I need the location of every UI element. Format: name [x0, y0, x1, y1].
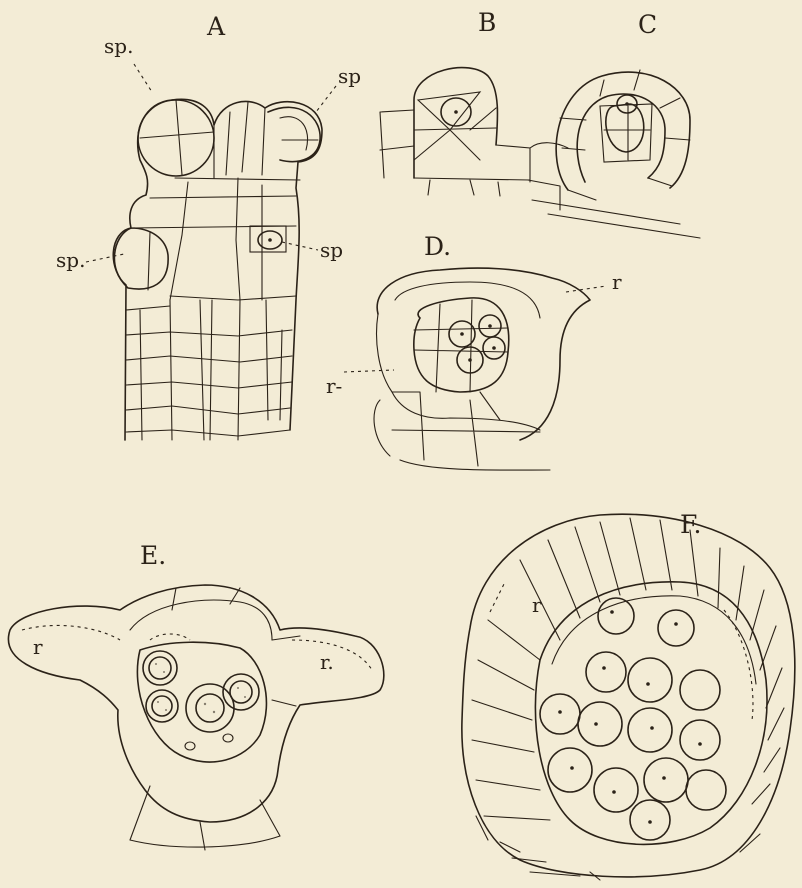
r-label-f: r	[532, 595, 542, 615]
r-label-d-left: r-	[326, 376, 342, 396]
sp-label-right: sp	[320, 240, 343, 260]
figure-b-drawing	[380, 68, 530, 196]
figure-c-drawing	[528, 70, 700, 238]
sp-label-left: sp.	[56, 250, 85, 270]
figure-b-label: B	[478, 10, 496, 35]
figure-a-label: A	[207, 14, 225, 39]
r-label-d-right: r	[612, 272, 622, 292]
figure-e-label: E.	[140, 543, 166, 568]
figure-e-drawing	[8, 585, 383, 850]
sp-label-top-right: sp	[338, 66, 361, 86]
figure-d-drawing	[374, 268, 590, 470]
r-label-e-right: r.	[320, 652, 334, 672]
sp-label-top-left: sp.	[104, 36, 133, 56]
figure-f-label: F.	[680, 512, 701, 537]
leader-lines	[86, 64, 606, 612]
figure-c-label: C	[638, 12, 657, 37]
r-label-e-left: r	[33, 637, 43, 657]
figure-f-drawing	[462, 514, 795, 880]
figure-a-drawing	[113, 99, 322, 440]
figure-d-label: D.	[424, 234, 451, 259]
